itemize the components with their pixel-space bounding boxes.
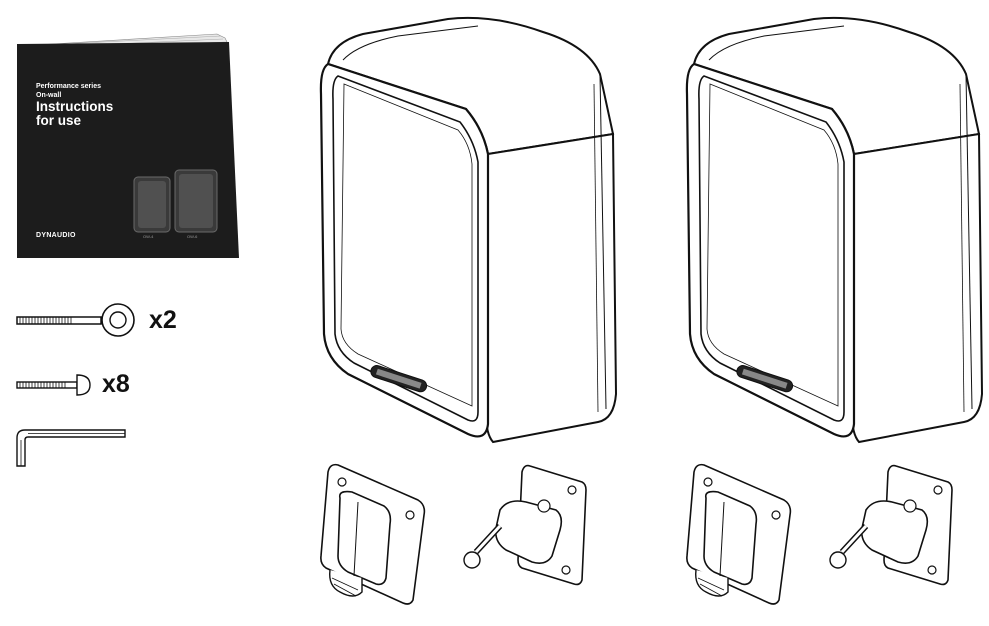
booklet-title-line2: for use: [36, 113, 82, 128]
wall-plate-left-1: [318, 460, 430, 610]
booklet-cover: [17, 33, 239, 258]
eyebolt-quantity: x2: [149, 306, 177, 334]
booklet-title-line1: Instructions: [36, 99, 114, 114]
speaker-right: [684, 14, 984, 444]
swivel-bracket-left-1: [460, 460, 590, 588]
swivel-bracket-right-1: [826, 460, 956, 588]
instructions-booklet: [17, 32, 239, 258]
swivel-bracket-icon: [829, 464, 953, 586]
eyebolt-icon: [16, 303, 135, 337]
booklet-series-line1: Performance series: [36, 83, 101, 90]
swivel-bracket-icon: [463, 464, 587, 586]
allen-key-illustration: [15, 428, 129, 470]
allen-key-icon: [16, 429, 126, 467]
booklet-caption-right: OW-6: [187, 234, 198, 239]
screw-illustration: [16, 372, 96, 400]
booklet-brand: DYNAUDIO: [36, 232, 76, 239]
booklet-series-line2: On-wall: [36, 92, 62, 99]
screw-quantity: x8: [102, 370, 130, 398]
speaker-left: [318, 14, 618, 444]
screw-icon: [16, 374, 91, 396]
booklet-title: Instructions for use: [36, 100, 113, 128]
eyebolt-illustration: [16, 302, 138, 338]
booklet-caption-left: OW-4: [143, 234, 154, 239]
wall-plate-right-1: [684, 460, 796, 610]
wall-plate-icon: [686, 463, 792, 605]
booklet-series-label: Performance series On-wall: [36, 82, 101, 100]
speaker-left-drawing: [319, 16, 618, 444]
speaker-right-drawing: [685, 16, 984, 444]
wall-plate-icon: [320, 463, 426, 605]
